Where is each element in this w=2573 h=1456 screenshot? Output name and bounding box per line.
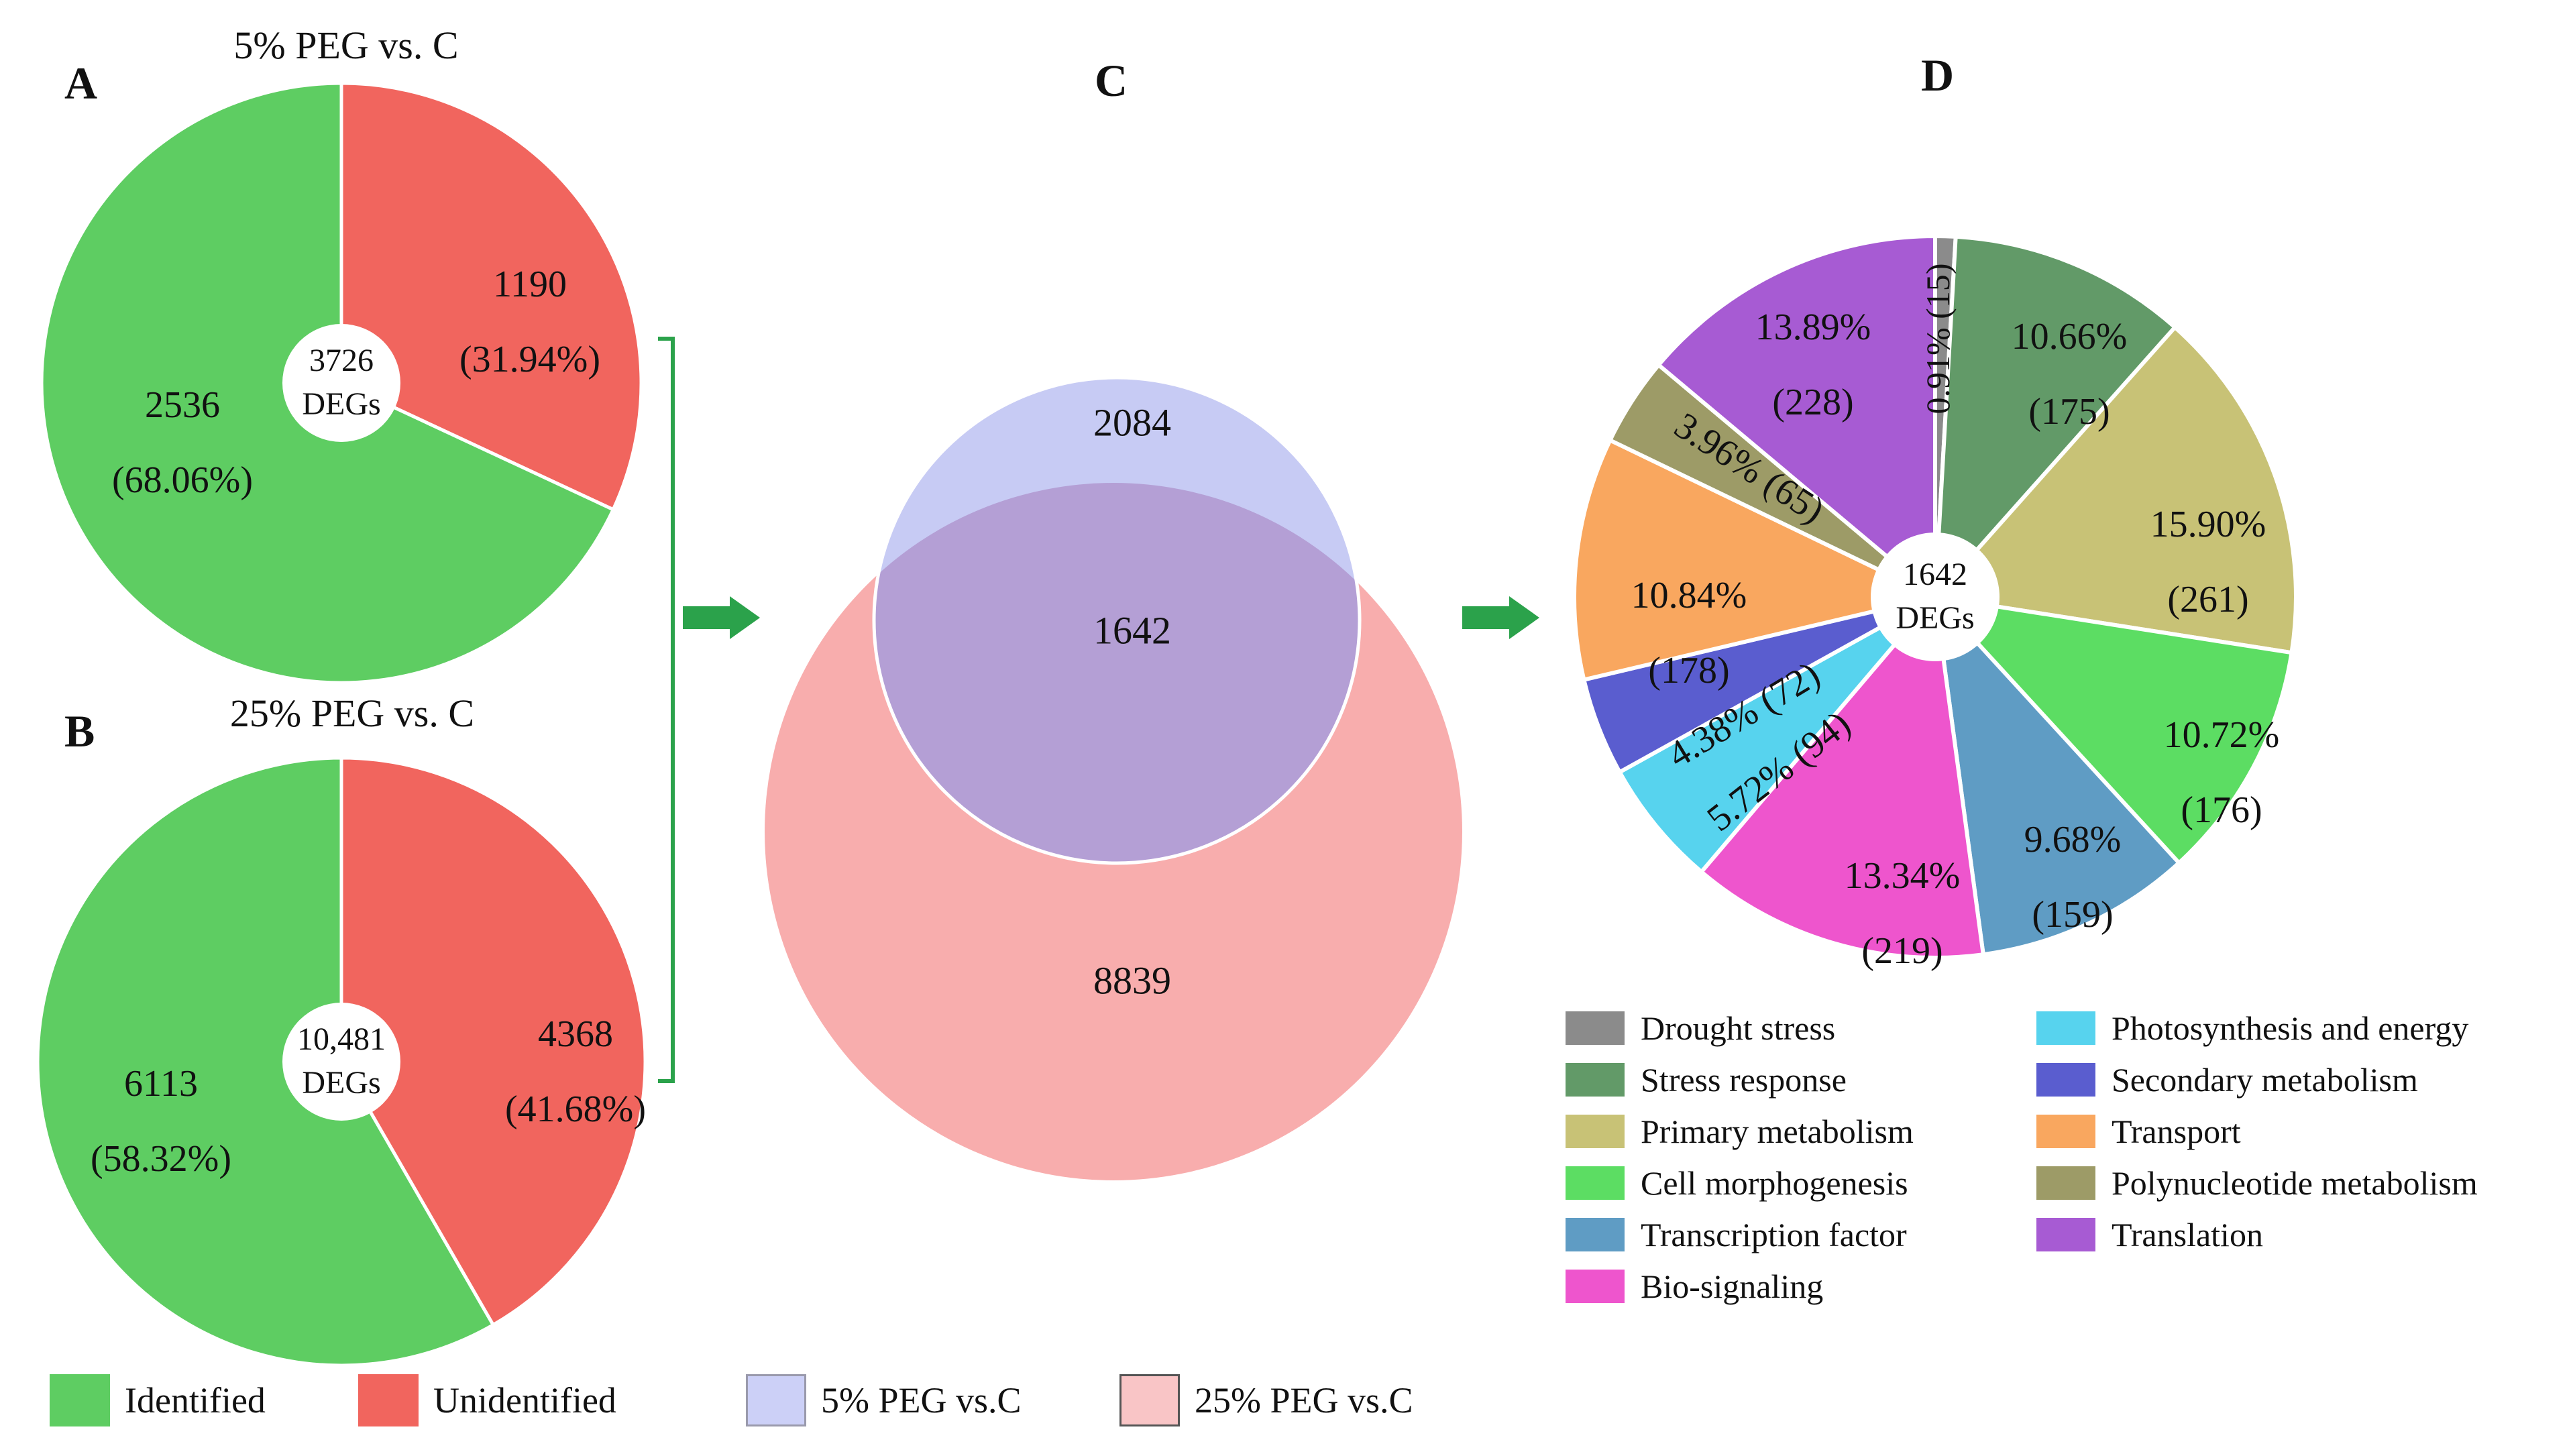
bottom-legend-item-5-peg-vs-c: 5% PEG vs.C xyxy=(746,1374,1022,1427)
legend-row-stress-response: Stress response xyxy=(1566,1061,1914,1099)
pie-d-slice-stress-response xyxy=(1933,234,2177,599)
flow-arrow-icon xyxy=(683,596,760,639)
flow-arrow-icon xyxy=(1462,596,1539,639)
legend-swatch xyxy=(2036,1218,2095,1251)
venn-value-5pct: 2084 xyxy=(1093,400,1171,445)
legend-label: Transcription factor xyxy=(1641,1216,1907,1253)
bottom-legend-label: 25% PEG vs.C xyxy=(1195,1380,1413,1420)
venn-overlap-region xyxy=(874,483,1360,863)
legend-row-bio-signaling: Bio-signaling xyxy=(1566,1268,1914,1305)
pie-chart-d xyxy=(1572,234,2298,960)
bottom-legend-item-unidentified: Unidentified xyxy=(358,1374,616,1427)
legend-label: Polynucleotide metabolism xyxy=(2112,1164,2478,1202)
legend-row-primary-metabolism: Primary metabolism xyxy=(1566,1113,1914,1150)
panel-letter-b: B xyxy=(64,706,95,757)
legend-swatch xyxy=(1566,1218,1625,1251)
legend-label: Translation xyxy=(2112,1216,2263,1253)
pie-a-label-identified: 2536(68.06%) xyxy=(112,384,253,501)
pie-b-label-unidentified: 4368(41.68%) xyxy=(505,1013,646,1130)
pie-chart-a xyxy=(40,81,643,685)
pie-d-slice-transport xyxy=(1572,438,1937,682)
pie-b-slice-identified xyxy=(36,756,495,1367)
pie-a-label-unidentified: 1190(31.94%) xyxy=(459,264,600,380)
pie-d-label-transcription-factor: 9.68%(159) xyxy=(2024,819,2122,936)
venn-value-overlap: 1642 xyxy=(1093,608,1171,653)
pie-b-slice-unidentified xyxy=(339,756,647,1327)
pie-d-center-hole xyxy=(1871,533,2000,661)
bottom-legend-label: 5% PEG vs.C xyxy=(821,1380,1022,1420)
legend-swatch xyxy=(2036,1115,2095,1148)
legend-swatch xyxy=(2036,1063,2095,1097)
pie-d-label-translation: 13.89%(228) xyxy=(1755,306,1871,423)
pie-d-label-transport: 10.84%(178) xyxy=(1631,575,1747,691)
bottom-legend-swatch xyxy=(358,1374,419,1426)
legend-row-secondary-metabolism: Secondary metabolism xyxy=(2036,1061,2478,1099)
pie-d-slice-primary-metabolism xyxy=(1933,325,2298,655)
pie-d-label-stress-response: 10.66%(175) xyxy=(2011,316,2128,433)
pie-chart-b xyxy=(36,756,647,1367)
pie-a-center-hole xyxy=(282,324,400,442)
pie-d-label-drought-stress: 0.91% (15) xyxy=(1919,263,1957,414)
bottom-legend-label: Identified xyxy=(125,1380,266,1420)
panel-letter-d: D xyxy=(1921,50,1955,101)
pie-d-slice-transcription-factor xyxy=(1933,595,2181,957)
legend-label: Transport xyxy=(2112,1113,2241,1150)
venn-set-5pct-outline xyxy=(872,376,1362,865)
legend-row-transport: Transport xyxy=(2036,1113,2478,1150)
legend-row-translation: Translation xyxy=(2036,1216,2478,1253)
legend-swatch xyxy=(2036,1011,2095,1045)
legend-row-drought-stress: Drought stress xyxy=(1566,1009,1914,1047)
pie-d-label-primary-metabolism: 15.90%(261) xyxy=(2150,504,2266,620)
legend-label: Primary metabolism xyxy=(1641,1113,1914,1150)
legend-row-polynucleotide-metabolism: Polynucleotide metabolism xyxy=(2036,1164,2478,1202)
bottom-legend-label: Unidentified xyxy=(433,1380,616,1420)
pie-b-title: 25% PEG vs. C xyxy=(229,691,475,735)
pie-b-center-hole xyxy=(282,1003,400,1121)
pie-a-slice-unidentified xyxy=(339,81,643,512)
legend-swatch xyxy=(1566,1063,1625,1097)
venn-diagram xyxy=(765,376,1462,1180)
legend-label: Photosynthesis and energy xyxy=(2112,1009,2469,1047)
pie-d-slice-cell-morphogenesis xyxy=(1933,595,2294,865)
panel-letter-c: C xyxy=(1095,55,1128,106)
pie-d-label-cell-morphogenesis: 10.72%(176) xyxy=(2163,714,2280,831)
bottom-legend-swatch xyxy=(746,1374,806,1426)
legend-swatch xyxy=(1566,1166,1625,1200)
legend-label: Secondary metabolism xyxy=(2112,1061,2418,1099)
pie-d-slice-photosynthesis-and-energy xyxy=(1617,595,1937,874)
legend-label: Drought stress xyxy=(1641,1009,1836,1047)
pie-d-label-bio-signaling: 13.34%(219) xyxy=(1844,855,1961,972)
pie-b-label-identified: 6113(58.32%) xyxy=(91,1063,231,1180)
venn-value-25pct: 8839 xyxy=(1093,958,1171,1003)
legend-swatch xyxy=(1566,1270,1625,1303)
pie-d-slice-bio-signaling xyxy=(1699,595,1985,960)
legend-swatch xyxy=(1566,1011,1625,1045)
legend-row-photosynthesis-and-energy: Photosynthesis and energy xyxy=(2036,1009,2478,1047)
pie-d-slice-translation xyxy=(1656,234,1937,599)
bottom-legend-swatch xyxy=(1119,1374,1180,1426)
bottom-legend-item-identified: Identified xyxy=(50,1374,266,1427)
legend-row-cell-morphogenesis: Cell morphogenesis xyxy=(1566,1164,1914,1202)
bottom-legend-swatch xyxy=(50,1374,110,1426)
panel-letter-a: A xyxy=(64,58,98,109)
legend-row-transcription-factor: Transcription factor xyxy=(1566,1216,1914,1253)
pie-a-title: 5% PEG vs. C xyxy=(233,23,459,67)
legend-label: Bio-signaling xyxy=(1641,1268,1824,1305)
legend-label: Cell morphogenesis xyxy=(1641,1164,1908,1202)
legend-label: Stress response xyxy=(1641,1061,1847,1099)
legend-swatch xyxy=(2036,1166,2095,1200)
bracket xyxy=(658,337,675,1083)
bottom-legend-item-25-peg-vs-c: 25% PEG vs.C xyxy=(1119,1374,1413,1427)
legend-swatch xyxy=(1566,1115,1625,1148)
